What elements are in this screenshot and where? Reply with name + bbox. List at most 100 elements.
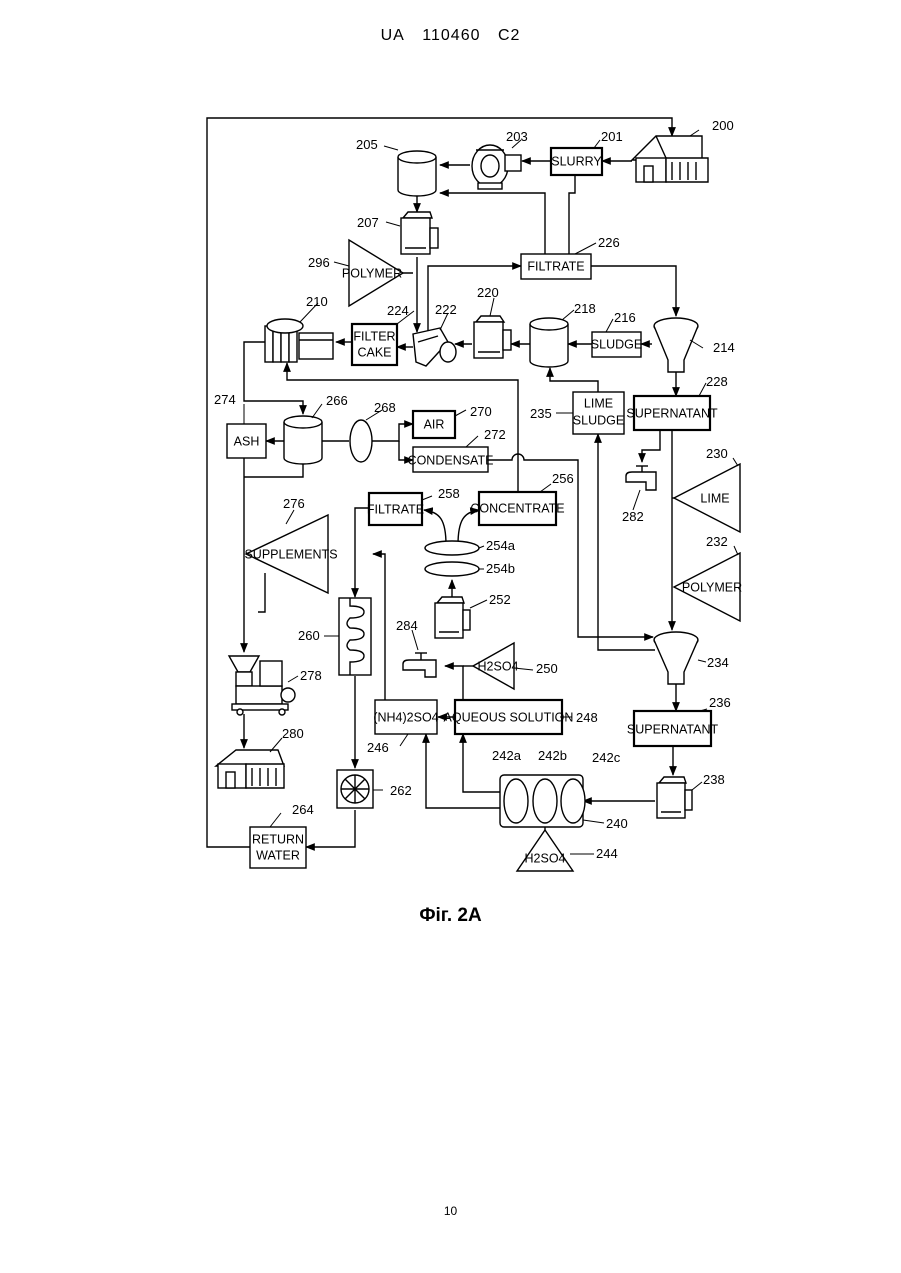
barn-building-icon-200 [632,136,708,182]
ref-250: 250 [536,661,558,676]
line-return-loop [207,118,672,847]
line-240-248 [463,734,500,792]
line-filtrate-214 [591,266,676,316]
line-268-air [372,424,413,441]
ref-274: 274 [214,392,236,407]
faucet-icon-284 [403,653,436,677]
pump-icon-203 [472,145,521,189]
ref-254b: 254b [486,561,515,576]
ref-272: 272 [484,427,506,442]
filtrate-top-label: FILTRATE [527,259,584,273]
ref-222: 222 [435,302,457,317]
lime-sludge-label-1: LIME [584,396,613,410]
ref-280: 280 [282,726,304,741]
supplements-label: SUPPLEMENTS [244,547,337,561]
filter-unit-icon-238 [657,777,692,818]
slurry-label: SLURRY [551,154,602,168]
ref-240: 240 [606,816,628,831]
ref-228: 228 [706,374,728,389]
sludge-label: SLUDGE [591,337,642,351]
ref-258: 258 [438,486,460,501]
filter-unit-icon-252 [435,597,470,638]
line-limesludge-218 [550,368,598,392]
separator-icon-268 [350,420,372,462]
condensate-label: CONDENSATE [408,453,494,467]
ammonium-sulfate-label: (NH4)2SO4 [373,710,438,724]
figure-caption: Фіг. 2А [0,905,901,927]
heat-exchanger-icon-260 [339,598,371,675]
filter-cake-label-1: FILTER [353,329,395,343]
ref-203: 203 [506,129,528,144]
tank-icon-218 [530,318,568,367]
ref-266: 266 [326,393,348,408]
filtrate-258-label: FILTRATE [367,502,424,516]
concentrate-label: CONCENTRATE [470,501,564,515]
faucet-icon-282 [626,466,656,490]
ref-230: 230 [706,446,728,461]
supernatant-228-label: SUPERNATANT [626,406,718,420]
decanter-icon-222 [413,328,456,366]
line-228-282 [642,430,660,462]
line-254-filtrate [424,510,446,545]
line-266-278 [244,464,303,477]
h2so4-bottom-label: H2SO4 [525,851,566,865]
clarifier-cone-icon-214 [654,318,698,372]
ref-220: 220 [477,285,499,300]
ref-226: 226 [598,235,620,250]
ref-207: 207 [357,215,379,230]
line-246-supplements [373,554,385,700]
ref-296: 296 [308,255,330,270]
ref-242c: 242c [592,750,621,765]
membrane-icon-254b [425,562,479,576]
page-number: 10 [0,1204,901,1218]
ref-210: 210 [306,294,328,309]
tank-icon-205 [398,151,436,196]
polymer-right-label: POLYMER [682,580,742,594]
line-258-260 [355,508,369,597]
ref-282: 282 [622,509,644,524]
air-label: AIR [424,417,445,431]
ref-242a: 242a [492,748,522,763]
ref-248: 248 [576,710,598,725]
line-filtrate-to-slurry [569,175,575,254]
ref-276: 276 [283,496,305,511]
ref-235: 235 [530,406,552,421]
ref-252: 252 [489,592,511,607]
ref-260: 260 [298,628,320,643]
ref-200: 200 [712,118,734,133]
ref-232: 232 [706,534,728,549]
ref-256: 256 [552,471,574,486]
filter-cake-label-2: CAKE [357,345,391,359]
column-icon-242c [561,779,585,823]
aqueous-solution-label: AQUEOUS SOLUTION [444,710,574,724]
ref-268: 268 [374,400,396,415]
return-water-label-1: RETURN [252,832,304,846]
line-supp-278 [258,573,265,612]
ref-254a: 254a [486,538,516,553]
ref-205: 205 [356,137,378,152]
ash-label: ASH [234,434,260,448]
ref-236: 236 [709,695,731,710]
ref-246: 246 [367,740,389,755]
ref-214: 214 [713,340,735,355]
ref-224: 224 [387,303,409,318]
ref-242b: 242b [538,748,567,763]
fan-icon-262 [337,770,373,808]
centrifuge-icon-220 [474,316,511,358]
column-icon-242a [504,779,528,823]
h2so4-mid-label: H2SO4 [478,659,519,673]
lime-label: LIME [700,491,729,505]
ref-284: 284 [396,618,418,633]
membrane-icon-254a [425,541,479,555]
supernatant-236-label: SUPERNATANT [627,722,719,736]
barn-building-icon-280 [216,750,284,788]
line-248-284 [445,666,463,700]
tank-icon-266 [284,416,322,464]
polymer-top-label: POLYMER [342,266,402,280]
ref-278: 278 [300,668,322,683]
ref-238: 238 [703,772,725,787]
ref-264: 264 [292,802,314,817]
ref-262: 262 [390,783,412,798]
ref-201: 201 [601,129,623,144]
